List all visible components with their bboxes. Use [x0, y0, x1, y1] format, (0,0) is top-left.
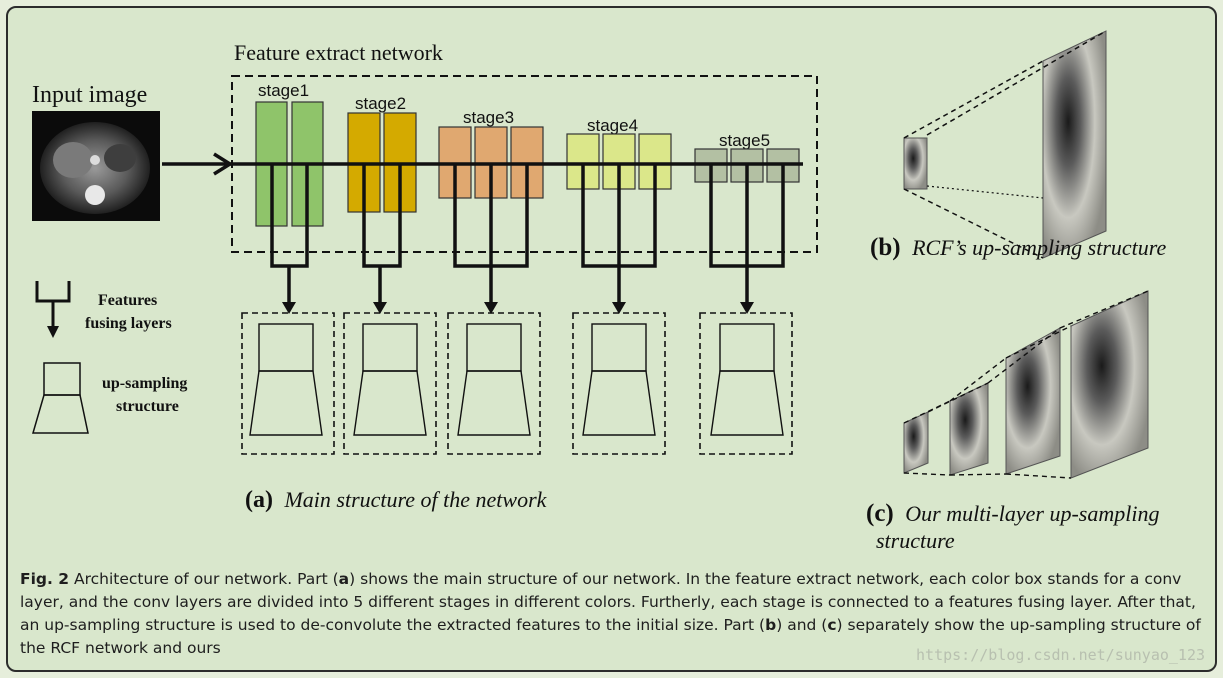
stage3-label: stage3 [463, 108, 514, 127]
legend-fusing-arrowhead [47, 326, 59, 338]
caption-b-text: RCF’s up-sampling structure [911, 235, 1166, 260]
network-title: Feature extract network [234, 40, 443, 65]
caption-b: (b) RCF’s up-sampling structure [870, 234, 1167, 261]
legend-upsampling-line1: up-sampling [102, 375, 187, 392]
caption-ref-a: a [338, 570, 350, 588]
caption-ref-b: b [765, 616, 777, 634]
fig-label: Fig. 2 [20, 570, 70, 588]
upsampling-box-stage5 [699, 312, 793, 455]
upsampling-box-stage4 [572, 312, 666, 455]
stage1-label: stage1 [258, 81, 309, 100]
upsampling-box-stage2 [343, 312, 437, 455]
figure-caption: Fig. 2 Architecture of our network. Part… [20, 568, 1205, 660]
legend-fusing-icon [35, 281, 71, 328]
legend-upsampling-line2: structure [116, 398, 179, 415]
ct-scan-image [32, 111, 160, 221]
figure-frame: Input image Feature extract network stag… [6, 6, 1217, 672]
legend-fusing-line2: fusing layers [85, 315, 172, 332]
caption-b-letter: (b) [870, 234, 901, 261]
stage4-label: stage4 [587, 116, 638, 135]
architecture-diagram: Input image Feature extract network stag… [32, 30, 1167, 553]
main-flow-arrow [162, 152, 803, 176]
caption-c-letter: (c) [866, 500, 894, 527]
stage2-label: stage2 [355, 94, 406, 113]
fusing-connectors [270, 164, 785, 303]
caption-c-text-line2: structure [876, 528, 955, 553]
caption-a-text: Main structure of the network [283, 487, 547, 512]
rcf-upsampling-illustration [903, 30, 1107, 259]
caption-a: (a) Main structure of the network [245, 487, 548, 513]
legend-upsampling-icon [32, 362, 89, 434]
fusing-arrowheads [282, 302, 754, 314]
legend-fusing-line1: Features [98, 292, 157, 309]
upsampling-box-stage1 [241, 312, 335, 455]
caption-ref-c: c [827, 616, 837, 634]
watermark: https://blog.csdn.net/sunyao_123 [916, 646, 1205, 664]
multilayer-upsampling-illustration [903, 290, 1149, 479]
caption-a-letter: (a) [245, 487, 273, 513]
caption-text: ) shows the main structure of our networ… [20, 570, 1196, 634]
caption-text: Architecture of our network. Part ( [69, 570, 339, 588]
caption-text: ) separately show the up-sampling struct… [20, 616, 1201, 657]
caption-text: ) and ( [776, 616, 828, 634]
caption-c-text-line1: Our multi-layer up-sampling [905, 501, 1159, 526]
stage5-label: stage5 [719, 131, 770, 150]
upsampling-box-stage3 [447, 312, 541, 455]
input-image-label: Input image [32, 82, 147, 108]
caption-c: (c) Our multi-layer up-sampling [866, 500, 1159, 527]
